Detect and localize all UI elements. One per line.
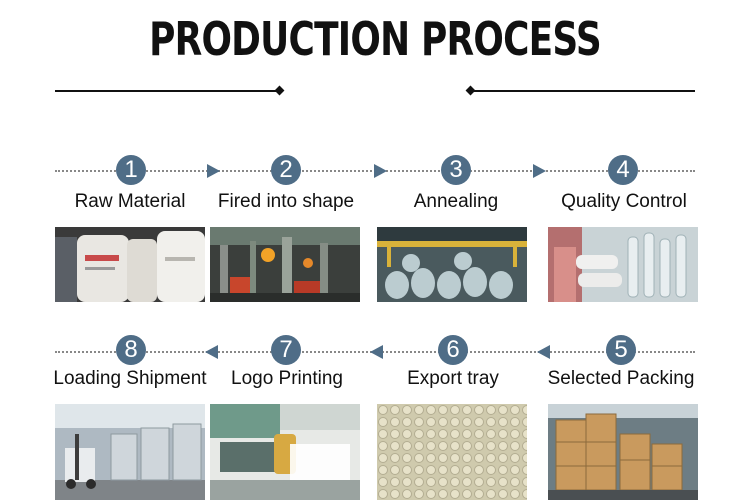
- step-label: Raw Material: [74, 191, 186, 212]
- step-number-badge: 6: [438, 335, 468, 365]
- arrow-left-icon: [537, 345, 550, 359]
- arrow-left-icon: [205, 345, 218, 359]
- arrow-right-icon: [374, 164, 387, 178]
- title-diamond-right: [465, 85, 476, 96]
- title-rule-left: [55, 90, 280, 92]
- arrow-left-icon: [370, 345, 383, 359]
- raw-material-photo: [55, 227, 205, 302]
- step-label: Loading Shipment: [53, 368, 207, 389]
- annealing-jars-photo: [377, 227, 527, 302]
- title-rule-right: [470, 90, 695, 92]
- step-label: Export tray: [407, 368, 499, 389]
- step-number-badge: 3: [441, 155, 471, 185]
- logo-printing-photo: [210, 404, 360, 500]
- loading-shipment-photo: [55, 404, 205, 500]
- arrow-right-icon: [533, 164, 546, 178]
- forming-machine-photo: [210, 227, 360, 302]
- step-label: Selected Packing: [547, 368, 695, 389]
- step-label: Quality Control: [561, 191, 687, 212]
- step-label: Logo Printing: [231, 368, 343, 389]
- step-label: Annealing: [413, 191, 499, 212]
- step-number-badge: 1: [116, 155, 146, 185]
- step-number-badge: 2: [271, 155, 301, 185]
- step-number-badge: 4: [608, 155, 638, 185]
- page-title: PRODUCTION PROCESS: [149, 12, 602, 66]
- quality-control-photo: [548, 227, 698, 302]
- step-number-badge: 5: [606, 335, 636, 365]
- step-label: Fired into shape: [217, 191, 355, 212]
- export-tray-photo: [377, 404, 527, 500]
- title-diamond-left: [274, 85, 285, 96]
- step-number-badge: 7: [271, 335, 301, 365]
- step-number-badge: 8: [116, 335, 146, 365]
- selected-packing-photo: [548, 404, 698, 500]
- arrow-right-icon: [207, 164, 220, 178]
